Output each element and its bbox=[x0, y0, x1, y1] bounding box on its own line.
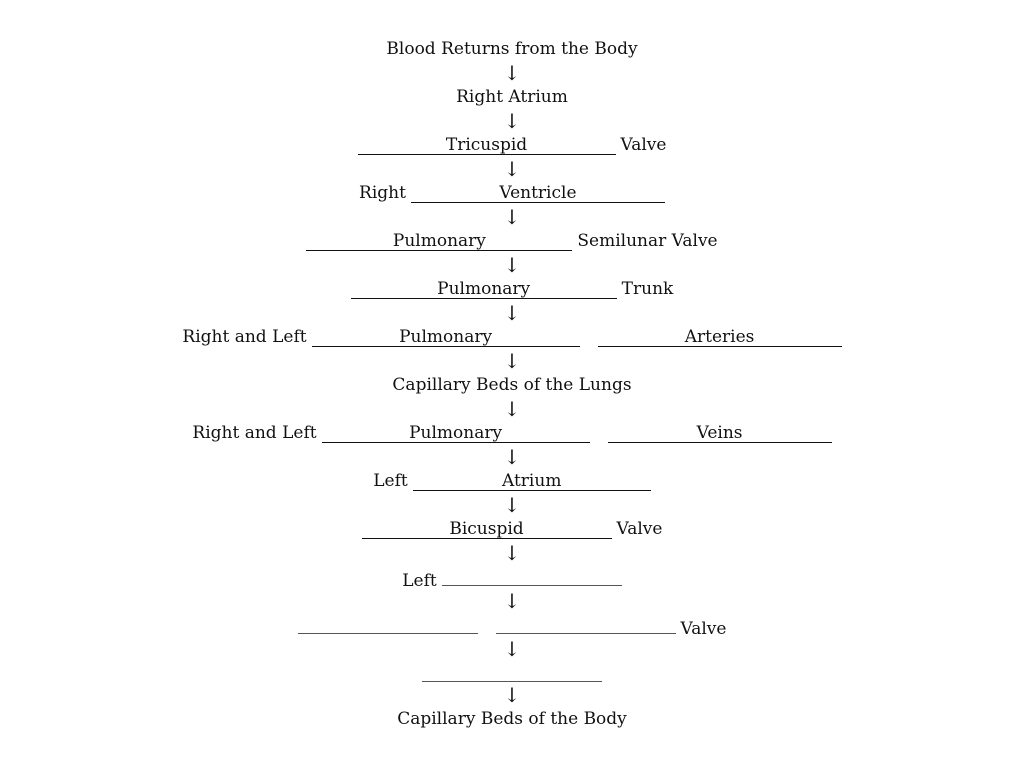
step-prefix: Right and Left bbox=[182, 327, 307, 347]
step-text: Right Atrium bbox=[456, 87, 568, 107]
step-suffix: Valve bbox=[680, 619, 727, 639]
down-arrow-icon: ↓ bbox=[503, 445, 521, 469]
step-blood-returns: Blood Returns from the Body bbox=[0, 39, 1024, 59]
step-text: Capillary Beds of the Lungs bbox=[392, 375, 632, 395]
down-arrow-icon: ↓ bbox=[503, 589, 521, 613]
down-arrow-icon: ↓ bbox=[503, 493, 521, 517]
down-arrow-icon: ↓ bbox=[503, 683, 521, 707]
answer-blank-2[interactable]: Veins bbox=[607, 424, 832, 443]
down-arrow-icon: ↓ bbox=[503, 253, 521, 277]
down-arrow-icon: ↓ bbox=[503, 109, 521, 133]
answer-blank[interactable] bbox=[422, 663, 602, 682]
down-arrow-icon: ↓ bbox=[503, 349, 521, 373]
step-text: Capillary Beds of the Body bbox=[397, 709, 627, 729]
down-arrow-icon: ↓ bbox=[503, 157, 521, 181]
step-suffix: Valve bbox=[616, 519, 663, 539]
down-arrow-icon: ↓ bbox=[503, 637, 521, 661]
answer-blank-2[interactable] bbox=[495, 615, 676, 634]
step-capillary-body: Capillary Beds of the Body bbox=[0, 709, 1024, 729]
answer-blank[interactable] bbox=[441, 567, 622, 586]
answer-blank[interactable]: Atrium bbox=[412, 472, 651, 491]
answer-blank[interactable]: Bicuspid bbox=[361, 520, 612, 539]
answer-blank-2[interactable]: Arteries bbox=[597, 328, 842, 347]
step-suffix: Valve bbox=[620, 135, 667, 155]
answer-blank[interactable]: Pulmonary bbox=[350, 280, 617, 299]
step-prefix: Right and Left bbox=[192, 423, 317, 443]
answer-blank[interactable]: Pulmonary bbox=[321, 424, 590, 443]
down-arrow-icon: ↓ bbox=[503, 397, 521, 421]
step-suffix: Trunk bbox=[621, 279, 674, 299]
answer-blank[interactable]: Pulmonary bbox=[311, 328, 580, 347]
down-arrow-icon: ↓ bbox=[503, 61, 521, 85]
answer-blank[interactable] bbox=[297, 615, 478, 634]
answer-blank[interactable]: Ventricle bbox=[410, 184, 665, 203]
step-blank bbox=[0, 663, 1024, 687]
step-text: Blood Returns from the Body bbox=[386, 39, 638, 59]
step-prefix: Left bbox=[402, 571, 437, 591]
step-capillary-lungs: Capillary Beds of the Lungs bbox=[0, 375, 1024, 395]
step-prefix: Left bbox=[373, 471, 408, 491]
step-suffix: Semilunar Valve bbox=[577, 231, 718, 251]
step-right-atrium: Right Atrium bbox=[0, 87, 1024, 107]
step-blank-valve: Valve bbox=[0, 615, 1024, 639]
answer-blank[interactable]: Tricuspid bbox=[357, 136, 616, 155]
step-prefix: Right bbox=[359, 183, 406, 203]
down-arrow-icon: ↓ bbox=[503, 205, 521, 229]
down-arrow-icon: ↓ bbox=[503, 541, 521, 565]
step-left-blank: Left bbox=[0, 567, 1024, 591]
down-arrow-icon: ↓ bbox=[503, 301, 521, 325]
answer-blank[interactable]: Pulmonary bbox=[306, 232, 573, 251]
